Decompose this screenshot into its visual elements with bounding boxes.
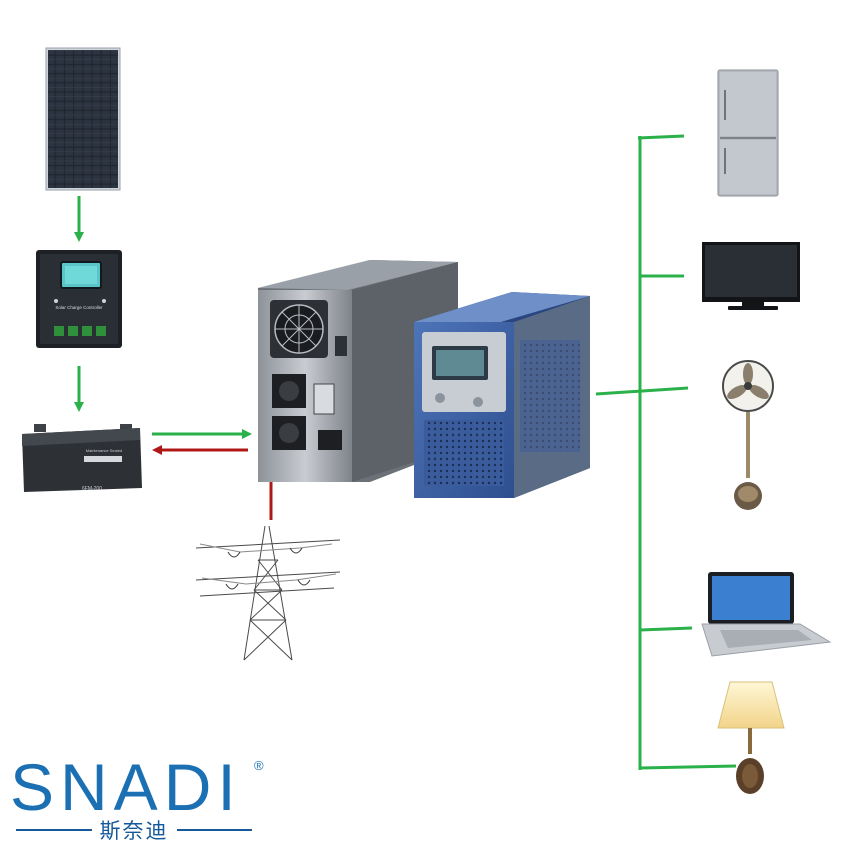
battery-icon: Maintenance Sealed 6FM-200	[22, 424, 142, 492]
charge-controller-icon: Solar Charge Controller	[36, 250, 122, 348]
power-tower-icon	[195, 525, 341, 661]
battery-top-label: Maintenance Sealed	[86, 448, 122, 453]
output-bus	[595, 134, 737, 770]
brand-subtitle-row: 斯奈迪	[16, 818, 252, 843]
wall-lamp-icon	[717, 681, 785, 794]
controller-label: Solar Charge Controller	[55, 305, 103, 310]
standing-fan-icon	[722, 360, 774, 510]
brand-divider-right	[176, 829, 252, 831]
battery-model-label: 6FM-200	[82, 486, 102, 492]
brand-divider-left	[16, 829, 92, 831]
inverter-front-icon	[414, 292, 590, 498]
registered-mark: ®	[254, 758, 264, 773]
television-icon	[702, 242, 800, 310]
brand-subtitle: 斯奈迪	[99, 819, 169, 843]
brand-name: SNADI	[10, 750, 242, 824]
solar-panel-icon	[45, 47, 121, 191]
laptop-icon	[701, 572, 832, 657]
refrigerator-icon	[717, 69, 779, 197]
brand-logo: SNADI ® 斯奈迪	[10, 750, 280, 843]
